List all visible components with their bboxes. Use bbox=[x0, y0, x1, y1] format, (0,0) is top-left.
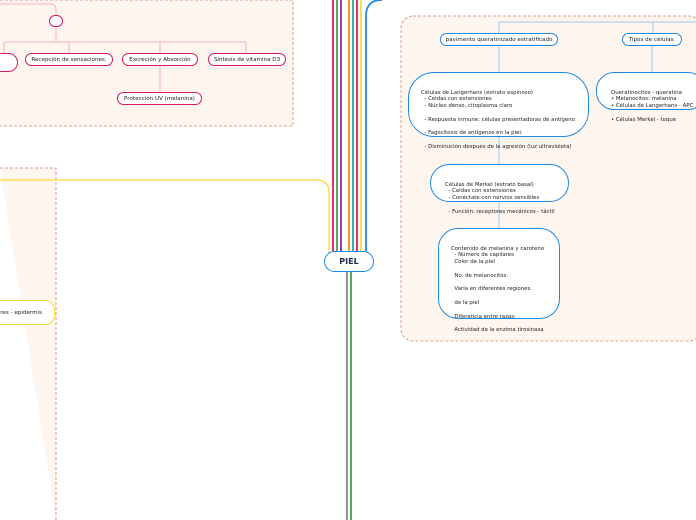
node-merkel[interactable]: Células de Merkel (estrato basal) - Celd… bbox=[430, 164, 569, 215]
right-connectors bbox=[498, 21, 696, 228]
node-excrecion-absorcion[interactable]: Excreción y Absorción bbox=[122, 53, 198, 66]
merkel-line: - Función: receptores mecánicos - táctil bbox=[445, 208, 555, 215]
node-pavimento[interactable]: pavimento queratinizado estratificado bbox=[440, 33, 558, 46]
melanina-line: de la piel bbox=[451, 299, 480, 306]
melanina-line: Actividad de la enzima tirosinasa bbox=[451, 327, 544, 334]
melanina-line: Color de la piel bbox=[451, 259, 495, 266]
langerhans-line: - Núcleo denso, citoplasma claro bbox=[421, 103, 513, 110]
area-middle-left bbox=[0, 167, 57, 520]
trunk-line-blue bbox=[365, 0, 383, 251]
queratinocitos-line: • Melanocitos: melanina bbox=[611, 96, 677, 103]
branch-yellow bbox=[0, 179, 330, 258]
central-topic[interactable]: PIEL bbox=[324, 251, 374, 272]
node-langerhans[interactable]: Células de Langerhans (estrato espinoso)… bbox=[408, 72, 589, 150]
node-epidermis[interactable]: res - epidermis bbox=[0, 300, 55, 325]
merkel-line bbox=[445, 202, 554, 209]
melanina-line: Varía en diferentes regiones. bbox=[451, 286, 532, 293]
node-tipos-celulas[interactable]: Tipos de células: bbox=[622, 33, 682, 46]
merkel-line: - Conéctate con nervios sensibles bbox=[445, 195, 540, 202]
node-queratinocitos[interactable]: Queratinocitos - queratina• Melanocitos:… bbox=[596, 72, 696, 123]
trunk-lines bbox=[332, 0, 383, 520]
melanina-line: Contenido de melanina y caroteno bbox=[451, 245, 545, 252]
merkel-line: Células de Merkel (estrato basal) bbox=[445, 181, 534, 188]
node-proteccion-uv[interactable]: Protección UV (melanina) bbox=[117, 92, 202, 105]
node-sintesis-vitamina-d3[interactable]: Síntesis de vitamina D3 bbox=[208, 53, 286, 66]
left-top-connectors bbox=[0, 3, 247, 92]
langerhans-line: - Disminución después de la agresión (lu… bbox=[421, 143, 572, 150]
langerhans-line bbox=[421, 137, 576, 144]
langerhans-line bbox=[421, 110, 576, 117]
melanina-line bbox=[451, 266, 547, 273]
queratinocitos-line: • Células de Langerhans - APC bbox=[611, 103, 694, 110]
merkel-line: - Celdas con extensiones bbox=[445, 188, 516, 195]
langerhans-line: - Fagocitosis de antígenos en la piel. bbox=[421, 130, 523, 137]
empty-topic-node[interactable] bbox=[49, 15, 63, 27]
melanina-line bbox=[451, 320, 547, 327]
melanina-line bbox=[451, 293, 547, 300]
node-recepcion-sensaciones[interactable]: Recepción de sensaciones. bbox=[25, 53, 113, 66]
queratinocitos-line bbox=[611, 110, 691, 117]
melanina-line: Diferencia entre razas: bbox=[451, 313, 516, 320]
langerhans-line: Células de Langerhans (estrato espinoso) bbox=[421, 89, 533, 96]
melanina-line: No. de melanocitos: bbox=[451, 272, 509, 279]
node-cut-left[interactable] bbox=[0, 53, 18, 72]
langerhans-line: - Respuesta inmune: células presentadora… bbox=[421, 116, 575, 123]
node-melanina[interactable]: Contenido de melanina y caroteno - Númer… bbox=[438, 228, 560, 333]
queratinocitos-line: • Células Merkel - toque bbox=[611, 116, 677, 123]
langerhans-line: - Celdas con extensiones bbox=[421, 96, 492, 103]
melanina-line: - Número de capilares bbox=[451, 252, 514, 259]
queratinocitos-line: Queratinocitos - queratina bbox=[611, 89, 682, 96]
melanina-line bbox=[451, 307, 547, 314]
